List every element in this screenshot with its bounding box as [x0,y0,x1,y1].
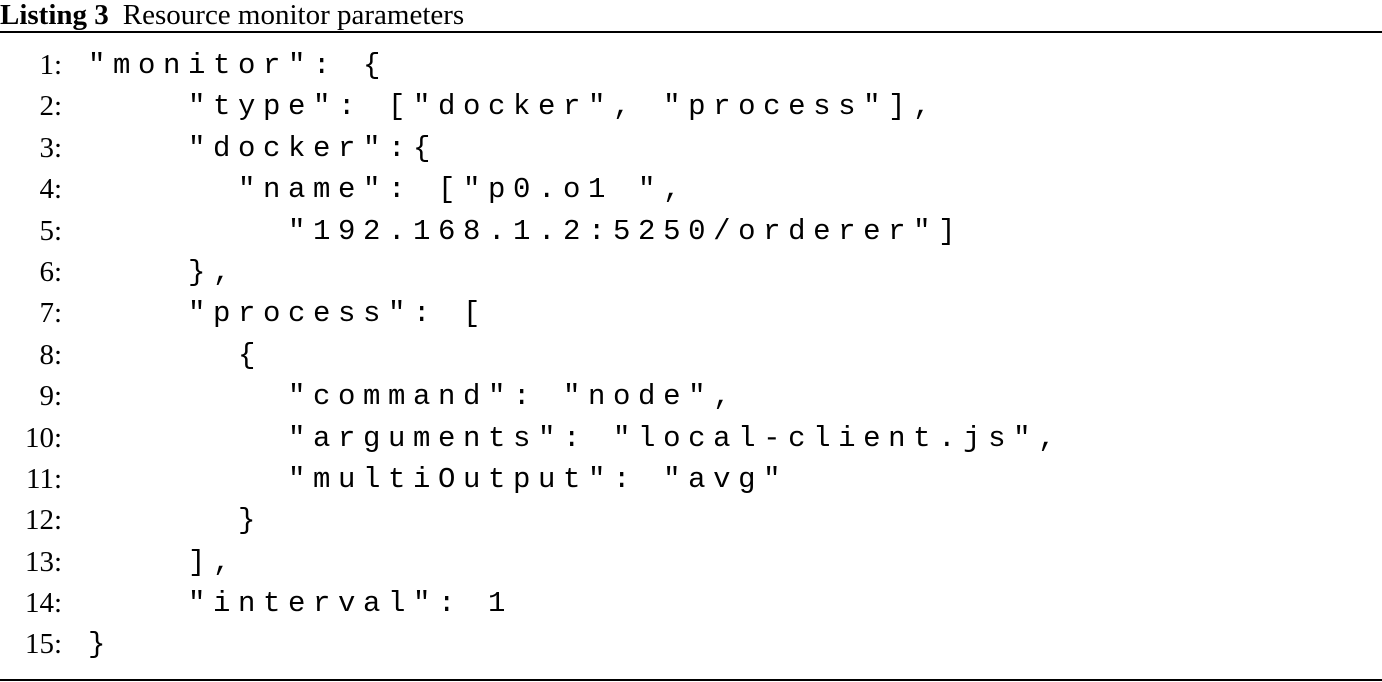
code-text: "arguments": "local-client.js", [88,421,1064,455]
code-text: ], [88,545,239,579]
code-line: 9: "command": "node", [0,376,1382,417]
code-line: 15: } [0,624,1382,665]
line-number: 2: [39,90,62,123]
code-text: } [88,504,264,538]
line-number: 12: [24,504,62,537]
code-line: 7: "process": [ [0,293,1382,334]
code-line: 10: "arguments": "local-client.js", [0,418,1382,459]
line-number: 9: [39,380,62,413]
code-text: }, [88,255,239,289]
code-line: 5: "192.168.1.2:5250/orderer"] [0,211,1382,252]
line-number: 15: [24,628,62,661]
bottom-rule [0,679,1382,681]
line-number: 1: [39,49,62,81]
code-line: 11: "multiOutput": "avg" [0,459,1382,500]
code-text: "192.168.1.2:5250/orderer"] [88,214,964,248]
line-number: 11: [26,462,62,495]
code-text: { [88,338,264,372]
line-number: 8: [39,338,62,371]
code-line: 3: "docker":{ [0,128,1382,169]
code-listing: 1: "monitor": { 2: "type": ["docker", "p… [0,45,1382,666]
line-number: 13: [24,545,62,578]
line-number: 10: [24,421,62,454]
code-line: 4: "name": ["p0.o1 ", [0,169,1382,210]
line-number: 5: [39,214,62,247]
line-number: 3: [39,131,62,164]
top-rule [0,31,1382,33]
listing-caption-title: Resource monitor parameters [122,0,465,31]
code-text: } [88,628,114,662]
code-text: "command": "node", [88,380,739,414]
line-number: 7: [39,297,62,330]
code-text: "interval": 1 [88,587,514,621]
listing-caption-label: Listing 3 [0,0,109,31]
code-line: 8: { [0,335,1382,376]
code-line: 6: }, [0,252,1382,293]
code-text: "monitor": { [88,49,389,82]
listing-caption: Listing 3 Resource monitor parameters [0,0,464,30]
code-line: 14: "interval": 1 [0,583,1382,624]
line-number: 4: [39,173,62,206]
line-number: 6: [39,255,62,288]
code-line: 1: "monitor": { [0,45,1382,86]
code-text: "docker":{ [88,131,439,165]
line-number: 14: [24,587,62,620]
code-text: "process": [ [88,297,489,331]
code-line: 12: } [0,500,1382,541]
code-line: 2: "type": ["docker", "process"], [0,86,1382,127]
code-text: "multiOutput": "avg" [88,462,789,496]
code-text: "name": ["p0.o1 ", [88,173,689,207]
code-text: "type": ["docker", "process"], [88,90,939,124]
code-line: 13: ], [0,542,1382,583]
